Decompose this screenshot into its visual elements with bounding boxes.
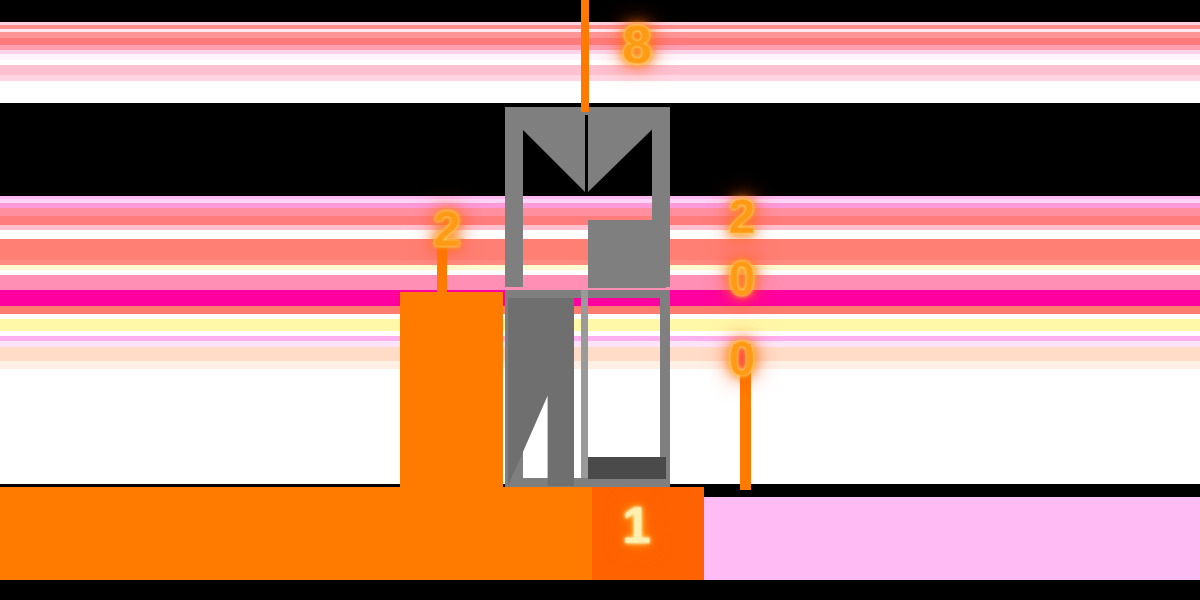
glow-band-top-4 (0, 32, 1200, 38)
glow-band-mid-22 (0, 369, 1200, 392)
glow-band-mid-20 (0, 347, 1200, 361)
glow-band-top-11 (0, 75, 1200, 81)
label-glyph-1: 1 (622, 497, 651, 555)
glow-band-mid-16 (0, 319, 1200, 331)
bar-orange-left-stem (437, 245, 447, 295)
bottom-black-strip (0, 580, 1200, 600)
magenta-accent-patch (733, 344, 751, 370)
plot-inner-block-right (588, 220, 666, 288)
glow-band-mid-15 (0, 314, 1200, 319)
glow-band-mid-19 (0, 341, 1200, 347)
glow-band-top-5 (0, 38, 1200, 45)
glow-band-mid-18 (0, 336, 1200, 341)
plot-center-rule (581, 290, 588, 478)
glow-band-mid-2 (0, 199, 1200, 203)
plot-inner-slab-lower-left (508, 298, 574, 486)
glow-band-top-1 (0, 22, 1200, 25)
bar-orange-left (400, 292, 503, 488)
label-glyph-2-left: 2 (433, 201, 461, 257)
glow-band-top-2 (0, 25, 1200, 29)
glow-band-top-3 (0, 29, 1200, 32)
glow-band-top-10 (0, 65, 1200, 75)
glow-band-top-9 (0, 60, 1200, 65)
glow-band-mid-3 (0, 203, 1200, 208)
plot-footer-slab (588, 457, 666, 479)
glow-band-top-8 (0, 54, 1200, 60)
glow-band-top-7 (0, 50, 1200, 54)
label-glyph-0-low: 0 (728, 333, 756, 386)
glow-band-mid-21 (0, 361, 1200, 369)
glow-band-top-12 (0, 81, 1200, 103)
bottom-pink-panel (648, 497, 1200, 580)
plot-box-upper-left-wall (505, 107, 523, 287)
plot-box-lower-bottom (505, 478, 670, 487)
glow-band-mid-4 (0, 208, 1200, 216)
stem-right-lower (740, 372, 751, 490)
label-glyph-8: 8 (622, 15, 653, 75)
label-glyph-0-mid: 0 (728, 253, 756, 306)
glow-band-mid-17 (0, 331, 1200, 336)
baseline-orange-band (0, 487, 600, 580)
glow-band-top-6 (0, 45, 1200, 50)
label-glyph-2-right: 2 (728, 191, 756, 244)
plot-box-lower-right-wall (660, 290, 670, 486)
glow-band-mid-14 (0, 306, 1200, 314)
glow-band-mid-1 (0, 196, 1200, 199)
baseline-orange-band-right (592, 487, 704, 580)
stem-top-center (581, 0, 589, 112)
